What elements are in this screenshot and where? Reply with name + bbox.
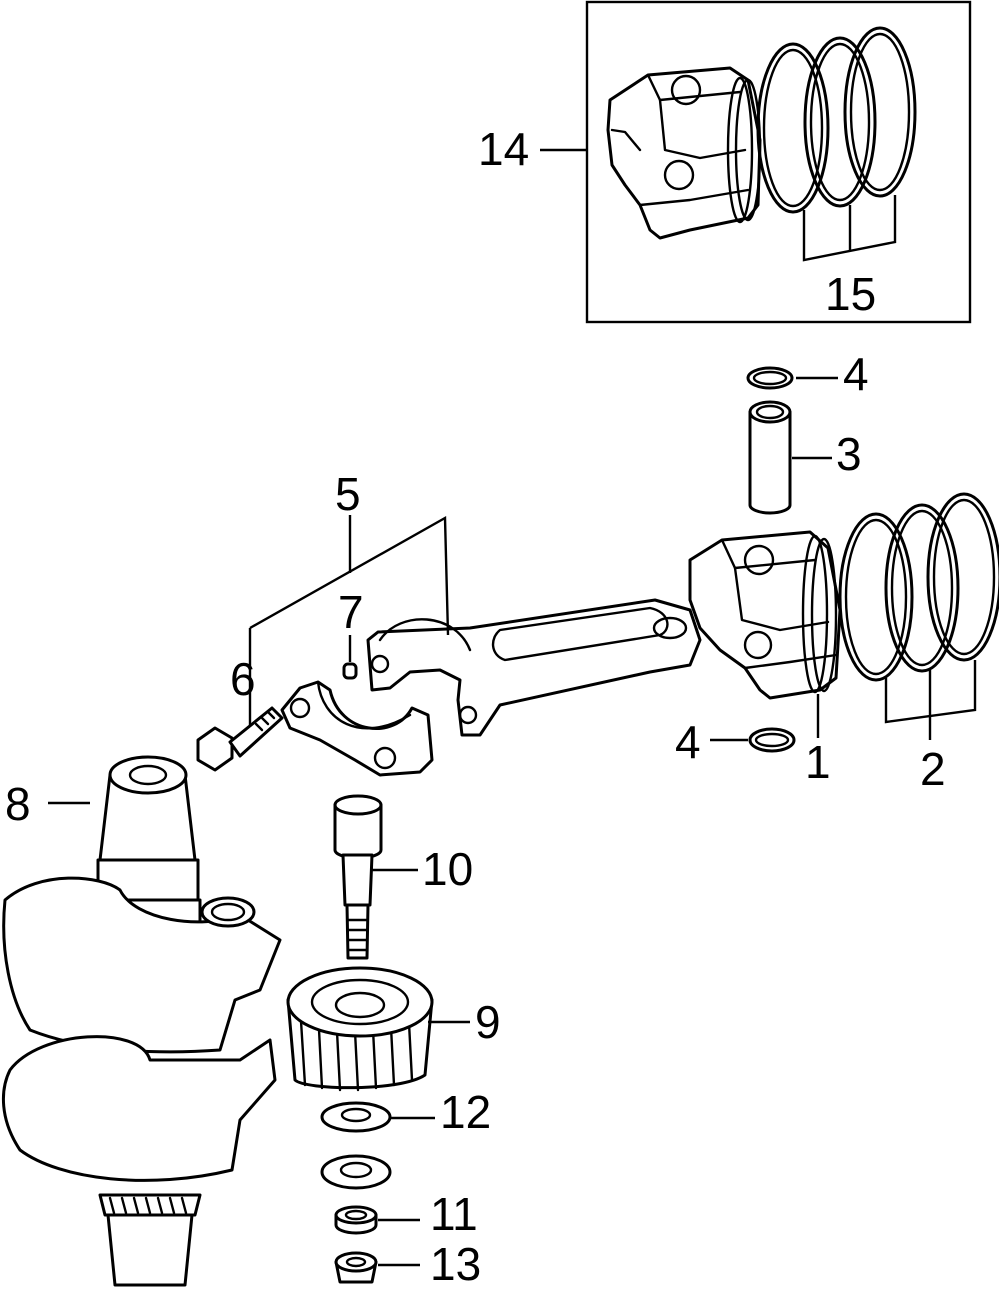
callout-12: 12 — [440, 1086, 491, 1138]
piston-pin — [748, 400, 792, 515]
callout-5: 5 — [335, 468, 361, 520]
spacer — [334, 1205, 378, 1235]
crankshaft — [1, 755, 282, 1287]
dowel-pin — [342, 662, 358, 680]
callout-3: 3 — [836, 428, 862, 480]
callout-15: 15 — [825, 268, 876, 320]
inset-frame — [585, 0, 972, 324]
leader-15 — [802, 195, 897, 262]
callout-10: 10 — [422, 843, 473, 895]
leader-5 — [249, 515, 450, 636]
inset-piston-rings — [756, 26, 917, 214]
callout-2: 2 — [920, 743, 946, 795]
callout-4-top: 4 — [843, 348, 869, 400]
callout-9: 9 — [475, 996, 501, 1048]
inset-piston — [606, 66, 762, 240]
washer-lower — [320, 1154, 392, 1190]
callout-6: 6 — [230, 653, 256, 705]
connecting-rod-bolt — [196, 706, 284, 772]
callout-8: 8 — [5, 778, 31, 830]
connecting-rod — [366, 598, 702, 737]
inset-piston-assembly: 14 15 — [478, 0, 972, 324]
gear-bolt — [333, 794, 383, 960]
piston — [688, 530, 842, 700]
callout-14: 14 — [478, 123, 529, 175]
callout-7: 7 — [338, 586, 364, 638]
callout-1: 1 — [805, 736, 831, 788]
callout-11: 11 — [430, 1188, 478, 1240]
connecting-rod-cap — [280, 680, 434, 777]
callout-13: 13 — [430, 1238, 481, 1290]
piston-rings — [838, 492, 999, 682]
nut — [334, 1251, 378, 1284]
crankshaft-gear — [286, 966, 434, 1092]
washer-12 — [320, 1101, 392, 1133]
piston-pin-clip-bottom — [748, 727, 796, 753]
piston-pin-clip-top — [746, 366, 794, 390]
callout-4-bottom: 4 — [675, 716, 701, 768]
